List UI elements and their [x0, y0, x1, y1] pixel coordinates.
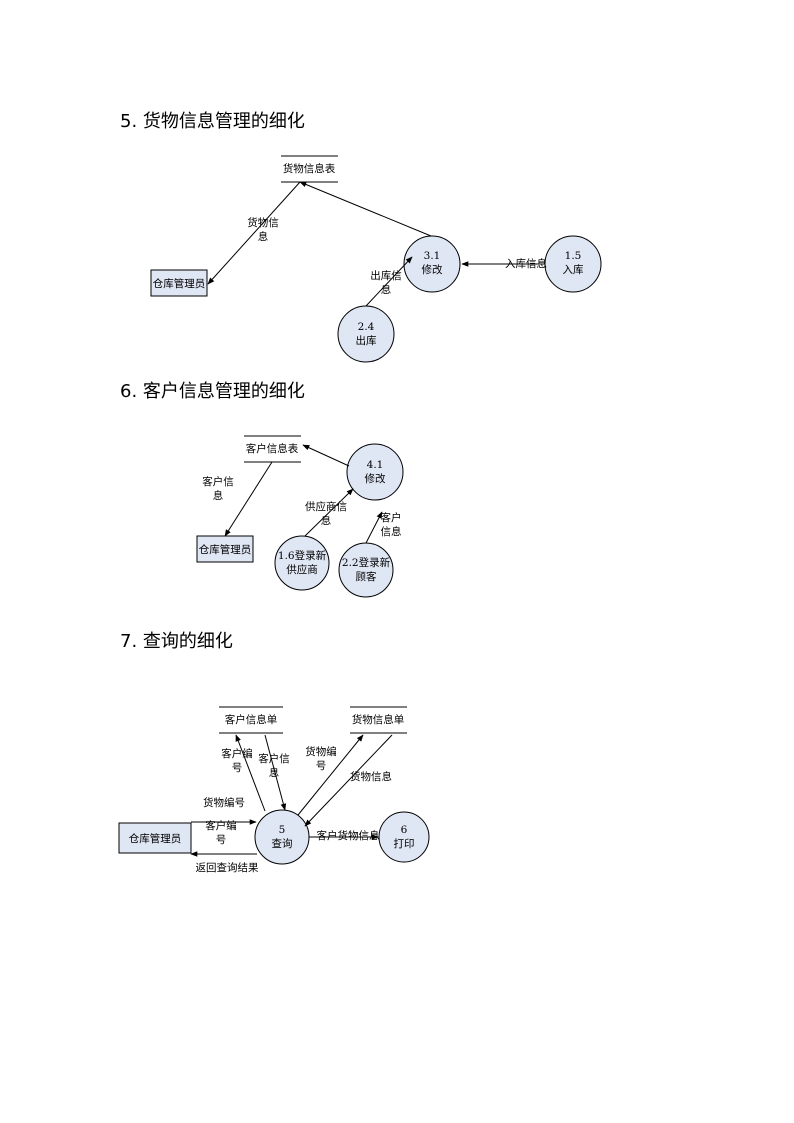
flow-label: 号 [216, 834, 227, 846]
process-number: 4.1 [367, 459, 384, 471]
process-number: 6 [401, 824, 408, 836]
flow-label: 货物编号 [203, 796, 245, 809]
flow-label: 息 [321, 514, 332, 527]
process-1-6: 1.6登录新 供应商 [274, 535, 330, 591]
flow-label: 返回查询结果 [196, 861, 259, 874]
flow-label: 客户 [381, 511, 402, 524]
process-number: 1.5 [565, 250, 582, 262]
flow-label: 出库信 [370, 269, 402, 282]
flow-label: 客户编 [221, 747, 253, 760]
flow-label: 入库信息 [505, 257, 547, 270]
diagram-customer-refinement: 客户信息表 仓库管理员 4.1 修改 1.6登录新 供应商 2.2登录新 顾客 … [196, 435, 404, 598]
store-goods-sheet: 货物信息单 [350, 706, 407, 734]
process-3-1: 3.1 修改 [403, 235, 461, 293]
flow-label: 息 [269, 766, 280, 779]
flow-label: 货物编 [305, 745, 337, 758]
entity-warehouse-manager: 仓库管理员 [118, 822, 192, 854]
process-number: 5 [279, 824, 286, 836]
process-2-4: 2.4 出库 [337, 305, 395, 363]
flow-3-1-to-store [299, 181, 432, 237]
flow-label: 货物信息 [350, 770, 392, 783]
flow-4-1-to-store [302, 444, 350, 467]
diagram-query-refinement: 客户信息单 货物信息单 仓库管理员 5 查询 6 打印 客户编 号 [118, 706, 430, 874]
flow-label: 客户信 [202, 475, 234, 488]
flow-customer-sheet-to-5 [264, 734, 287, 811]
process-4-1: 4.1 修改 [346, 443, 404, 501]
process-name: 入库 [563, 263, 584, 276]
flow-2-4-to-3-1 [365, 256, 413, 307]
flow-goods-sheet-to-5 [304, 734, 393, 827]
process-name: 修改 [365, 472, 386, 485]
flow-5-to-customer-sheet [235, 734, 266, 812]
flow-label: 号 [316, 760, 327, 772]
section-heading-query: 7. 查询的细化 [120, 631, 233, 652]
diagram-goods-refinement: 货物信息表 仓库管理员 3.1 修改 1.5 入库 2.4 出库 货物信 息 出… [150, 155, 602, 363]
flow-label: 货物信 [247, 216, 279, 229]
flow-1-6-to-4-1 [304, 488, 354, 537]
process-number: 2.2登录新 [342, 556, 391, 569]
section-heading-customer: 6. 客户信息管理的细化 [120, 381, 305, 402]
process-name: 供应商 [286, 563, 318, 576]
process-name: 出库 [356, 334, 377, 347]
process-number: 1.6登录新 [278, 549, 327, 562]
store-label: 客户信息单 [225, 713, 278, 726]
entity-label: 仓库管理员 [129, 832, 182, 845]
store-customer-table: 客户信息表 [244, 435, 301, 463]
flow-store-to-manager [207, 181, 301, 285]
entity-label: 仓库管理员 [153, 277, 206, 290]
flow-2-2-to-4-1 [365, 511, 383, 544]
process-name: 顾客 [356, 570, 377, 583]
flow-label: 息 [381, 283, 392, 296]
flow-store-to-manager [224, 461, 273, 537]
process-name: 修改 [422, 263, 443, 276]
flow-label: 息 [213, 489, 224, 502]
entity-warehouse-manager: 仓库管理员 [196, 535, 254, 563]
flow-label: 息 [258, 230, 269, 243]
flow-label: 号 [232, 762, 243, 774]
process-2-2: 2.2登录新 顾客 [338, 542, 394, 598]
flow-label: 客户编 [205, 819, 237, 832]
flow-5-to-goods-sheet [297, 734, 364, 816]
store-label: 客户信息表 [246, 442, 299, 455]
process-name: 打印 [394, 837, 415, 850]
process-5: 5 查询 [254, 809, 310, 865]
flow-label: 信息 [381, 525, 402, 538]
store-label: 货物信息表 [283, 162, 336, 175]
entity-warehouse-manager: 仓库管理员 [150, 269, 208, 297]
section-heading-goods: 5. 货物信息管理的细化 [120, 111, 305, 132]
flow-label: 供应商信 [305, 500, 347, 513]
store-label: 货物信息单 [352, 713, 405, 726]
flow-label: 客户信 [258, 752, 290, 765]
process-1-5: 1.5 入库 [544, 235, 602, 293]
process-number: 2.4 [358, 321, 375, 333]
process-6: 6 打印 [378, 811, 430, 863]
store-customer-sheet: 客户信息单 [219, 706, 283, 734]
process-number: 3.1 [424, 250, 441, 262]
store-goods-table: 货物信息表 [281, 155, 338, 183]
entity-label: 仓库管理员 [199, 543, 252, 556]
process-name: 查询 [272, 837, 293, 850]
flow-label: 客户货物信息 [317, 829, 380, 842]
